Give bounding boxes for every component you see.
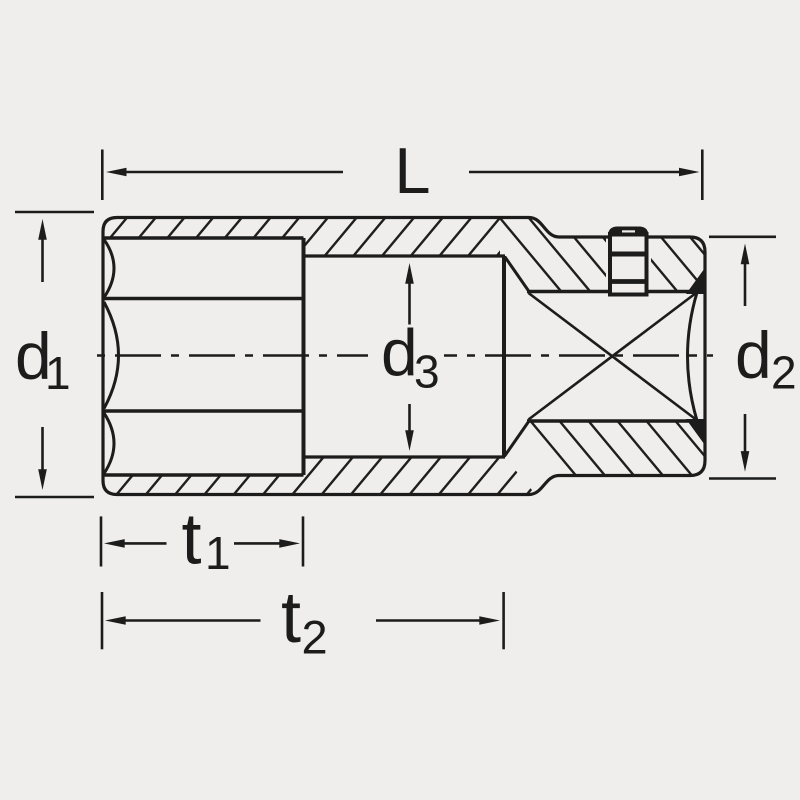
svg-text:2: 2 [771,347,797,399]
svg-text:1: 1 [45,347,71,399]
svg-text:t: t [281,578,301,658]
svg-text:d: d [735,318,772,392]
svg-text:2: 2 [302,611,328,664]
svg-text:1: 1 [205,527,231,579]
svg-text:L: L [394,134,430,207]
svg-text:3: 3 [414,345,440,397]
svg-text:t: t [182,500,202,580]
svg-text:d: d [381,316,418,390]
svg-text:d: d [15,319,52,393]
